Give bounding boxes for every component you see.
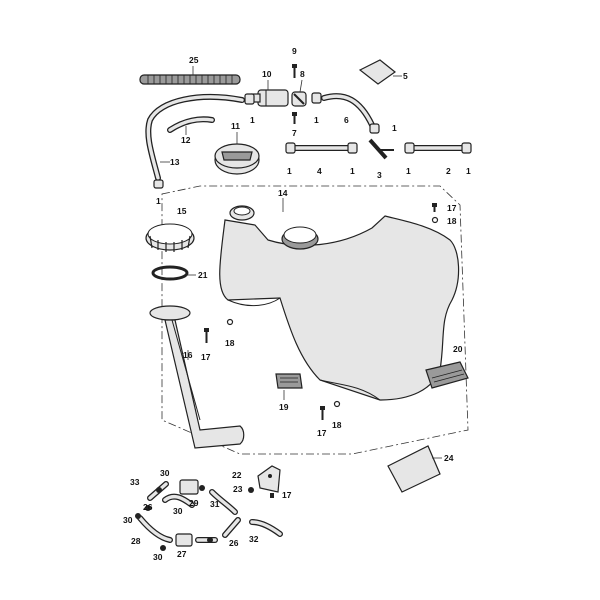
callout-18: 18 xyxy=(332,420,342,430)
hose-clamp xyxy=(244,93,255,105)
callout-17: 17 xyxy=(447,203,457,213)
bolt xyxy=(320,406,325,420)
fuel-hose-short xyxy=(167,116,215,133)
rubber-block xyxy=(425,361,469,389)
callout-23: 23 xyxy=(233,484,243,494)
callout-18: 18 xyxy=(447,216,457,226)
callout-20: 20 xyxy=(453,344,463,354)
callout-1: 1 xyxy=(314,115,319,125)
screw xyxy=(292,64,297,78)
washer xyxy=(333,400,341,408)
lock-ring xyxy=(145,223,195,252)
callout-6: 6 xyxy=(344,115,349,125)
callout-26: 26 xyxy=(143,502,153,512)
washer xyxy=(226,318,234,326)
callout-12: 12 xyxy=(181,135,191,145)
mounting-bracket xyxy=(257,465,281,493)
t-connector xyxy=(368,138,394,160)
hose-clamp xyxy=(153,179,164,189)
callout-24: 24 xyxy=(444,453,454,463)
callout-18: 18 xyxy=(225,338,235,348)
callout-1: 1 xyxy=(156,196,161,206)
bolt xyxy=(204,328,209,343)
hose-clamp xyxy=(461,142,472,154)
callout-15: 15 xyxy=(177,206,187,216)
callout-30: 30 xyxy=(123,515,133,525)
callout-25: 25 xyxy=(189,55,199,65)
callout-14: 14 xyxy=(278,188,288,198)
callout-30: 30 xyxy=(160,468,170,478)
washer xyxy=(431,216,439,224)
fuel-pump-assembly xyxy=(149,305,245,449)
callout-30: 30 xyxy=(173,506,183,516)
hose-clamp xyxy=(285,142,296,154)
vent-hose-kit xyxy=(135,479,283,551)
callout-3: 3 xyxy=(377,170,382,180)
callout-1: 1 xyxy=(392,123,397,133)
callout-11: 11 xyxy=(231,121,240,131)
callout-labels: 25 9 10 8 5 1 7 1 6 1 12 11 13 1 1 4 1 3… xyxy=(123,46,471,562)
callout-17: 17 xyxy=(201,352,211,362)
fuel-filter xyxy=(251,89,289,107)
callout-32: 32 xyxy=(249,534,259,544)
callout-16: 16 xyxy=(183,350,193,360)
callout-4: 4 xyxy=(317,166,322,176)
fuel-cap xyxy=(214,143,260,175)
callout-17: 17 xyxy=(282,490,292,500)
callout-29: 29 xyxy=(189,498,199,508)
callout-17: 17 xyxy=(317,428,327,438)
callout-1: 1 xyxy=(350,166,355,176)
bolt xyxy=(270,493,274,498)
callout-7: 7 xyxy=(292,128,297,138)
corrugated-hose-sleeve xyxy=(139,74,241,85)
check-valve xyxy=(291,91,307,107)
fuel-hose-long xyxy=(145,93,245,181)
bolt xyxy=(432,203,437,212)
callout-26: 26 xyxy=(229,538,239,548)
assembly-frame xyxy=(161,185,469,455)
callout-33: 33 xyxy=(130,477,140,487)
callout-28: 28 xyxy=(131,536,141,546)
foam-pad xyxy=(387,445,441,493)
screw xyxy=(292,112,297,124)
rubber-pad xyxy=(358,59,396,85)
hose-clamp xyxy=(311,92,322,104)
hose-clamp xyxy=(347,142,358,154)
hose-clamp xyxy=(404,142,415,154)
callout-27: 27 xyxy=(177,549,187,559)
callout-10: 10 xyxy=(262,69,272,79)
callout-21: 21 xyxy=(198,270,208,280)
nut xyxy=(248,487,254,493)
fuel-hose-right xyxy=(321,93,375,128)
callout-8: 8 xyxy=(300,69,305,79)
callout-30: 30 xyxy=(153,552,163,562)
hose-clamp xyxy=(369,123,380,134)
fuel-tank xyxy=(219,205,460,401)
callout-2: 2 xyxy=(446,166,451,176)
callout-5: 5 xyxy=(403,71,408,81)
callout-1: 1 xyxy=(287,166,292,176)
callout-13: 13 xyxy=(170,157,180,167)
callout-9: 9 xyxy=(292,46,297,56)
callout-1: 1 xyxy=(250,115,255,125)
rubber-block xyxy=(275,373,303,389)
callout-1: 1 xyxy=(466,166,471,176)
callout-19: 19 xyxy=(279,402,289,412)
callout-31: 31 xyxy=(210,499,220,509)
gasket xyxy=(151,265,189,281)
callout-1: 1 xyxy=(406,166,411,176)
callout-22: 22 xyxy=(232,470,242,480)
